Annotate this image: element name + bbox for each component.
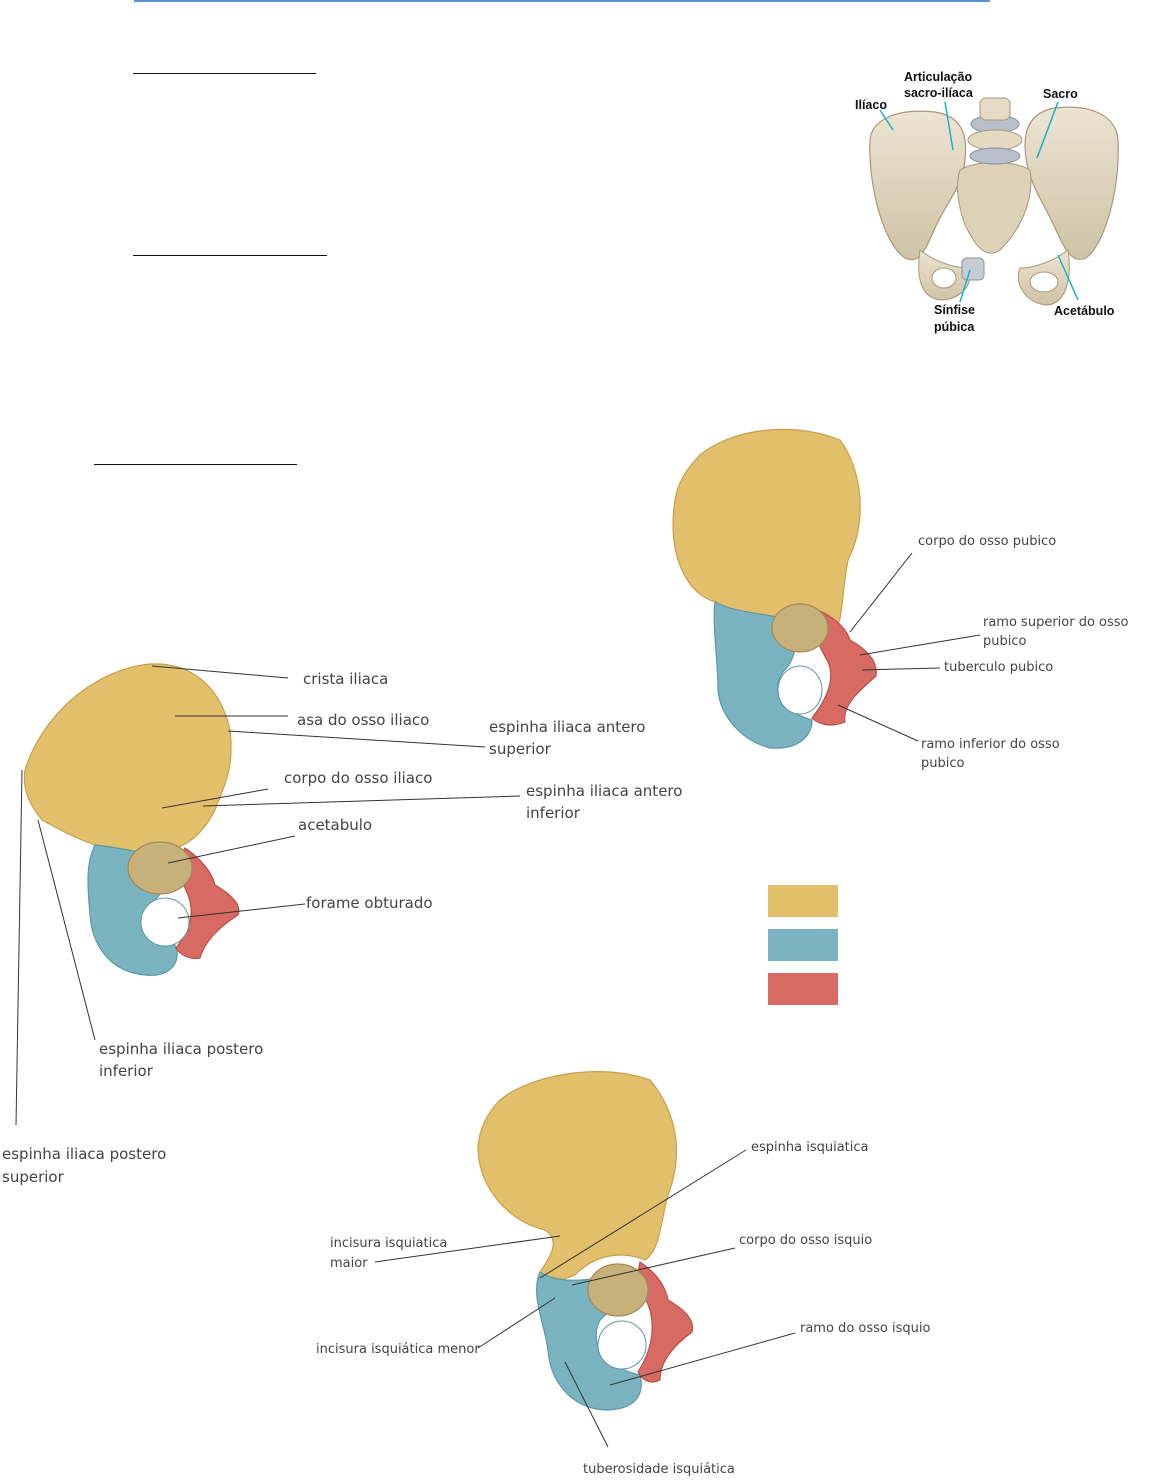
label-espinha-antero-inferior-2: inferior [526, 804, 580, 822]
label-asa-osso-iliaco: asa do osso iliaco [297, 711, 430, 729]
label-sinfise-2: púbica [934, 320, 975, 334]
left-acetabulum [127, 841, 193, 895]
label-acetabulo: acetabulo [298, 816, 373, 834]
label-espinha-antero-inferior-1: espinha iliaca antero [526, 782, 683, 800]
label-articulacao-1: Articulação [904, 70, 973, 84]
label-forame-obturado: forame obturado [306, 894, 433, 912]
right-obturator-foramen [777, 665, 823, 715]
label-tuberculo-pubico: tuberculo pubico [944, 660, 1054, 675]
blank-heading-2 [133, 255, 327, 256]
legend-swatch-ilium [768, 885, 838, 917]
label-ramo-inferior-1: ramo inferior do osso [921, 737, 1060, 752]
left-pubis-region [175, 847, 240, 960]
label-espinha-postero-inferior-2: inferior [99, 1062, 153, 1080]
label-corpo-osso-pubico: corpo do osso pubico [918, 534, 1057, 549]
obturator-right [1029, 271, 1059, 293]
label-corpo-osso-isquio: corpo do osso isquio [739, 1233, 873, 1248]
vertebra-disc-2 [969, 147, 1021, 165]
label-articulacao-2: sacro-ilíaca [904, 86, 973, 100]
label-ramo-osso-isquio: ramo do osso isquio [800, 1321, 931, 1336]
label-espinha-postero-superior-1: espinha iliaca postero [2, 1145, 167, 1163]
label-ramo-superior-1: ramo superior do osso [983, 615, 1129, 630]
label-espinha-postero-superior-2: superior [2, 1168, 64, 1186]
pelvis-right-ilium [1024, 106, 1119, 260]
legend-swatch-pubis [768, 973, 838, 1005]
label-acetabulo-pelvis: Acetábulo [1054, 304, 1115, 318]
bottom-ilium-region [477, 1071, 678, 1280]
label-ramo-inferior-2: pubico [921, 756, 965, 771]
blank-heading-1 [133, 73, 316, 74]
bottom-acetabulum [587, 1263, 649, 1317]
label-incisura-maior-2: maior [330, 1256, 368, 1271]
pelvis-left-ilium [869, 110, 967, 261]
label-espinha-isquiatica: espinha isquiatica [751, 1140, 869, 1155]
label-espinha-postero-inferior-1: espinha iliaca postero [99, 1040, 264, 1058]
label-espinha-antero-superior-2: superior [489, 740, 551, 758]
pubic-symphysis-disc [961, 257, 985, 281]
label-incisura-maior-1: incisura isquiatica [330, 1236, 448, 1251]
label-espinha-antero-superior-1: espinha iliaca antero [489, 718, 646, 736]
header-rule [134, 0, 990, 2]
legend-swatch-ischium [768, 929, 838, 961]
right-acetabulum [771, 603, 829, 653]
vertebra-top [979, 97, 1011, 121]
label-crista-iliaca: crista iliaca [303, 670, 389, 688]
label-ramo-superior-2: pubico [983, 634, 1027, 649]
bottom-obturator-foramen [597, 1320, 647, 1370]
bottom-pubis-region [637, 1261, 694, 1383]
left-obturator-foramen [140, 897, 190, 947]
obturator-left [931, 267, 957, 289]
pelvis-sacrum [957, 162, 1032, 254]
label-tuberosidade-isquiatica: tuberosidade isquiática [583, 1462, 735, 1477]
right-pubis-region [811, 609, 877, 726]
label-iliaco: Ilíaco [855, 98, 887, 112]
label-incisura-menor: incisura isquiática menor [316, 1342, 480, 1357]
label-sacro: Sacro [1043, 87, 1078, 101]
label-corpo-osso-iliaco: corpo do osso iliaco [284, 769, 433, 787]
blank-heading-3 [94, 464, 297, 465]
label-sinfise-1: Sínfise [934, 303, 975, 317]
